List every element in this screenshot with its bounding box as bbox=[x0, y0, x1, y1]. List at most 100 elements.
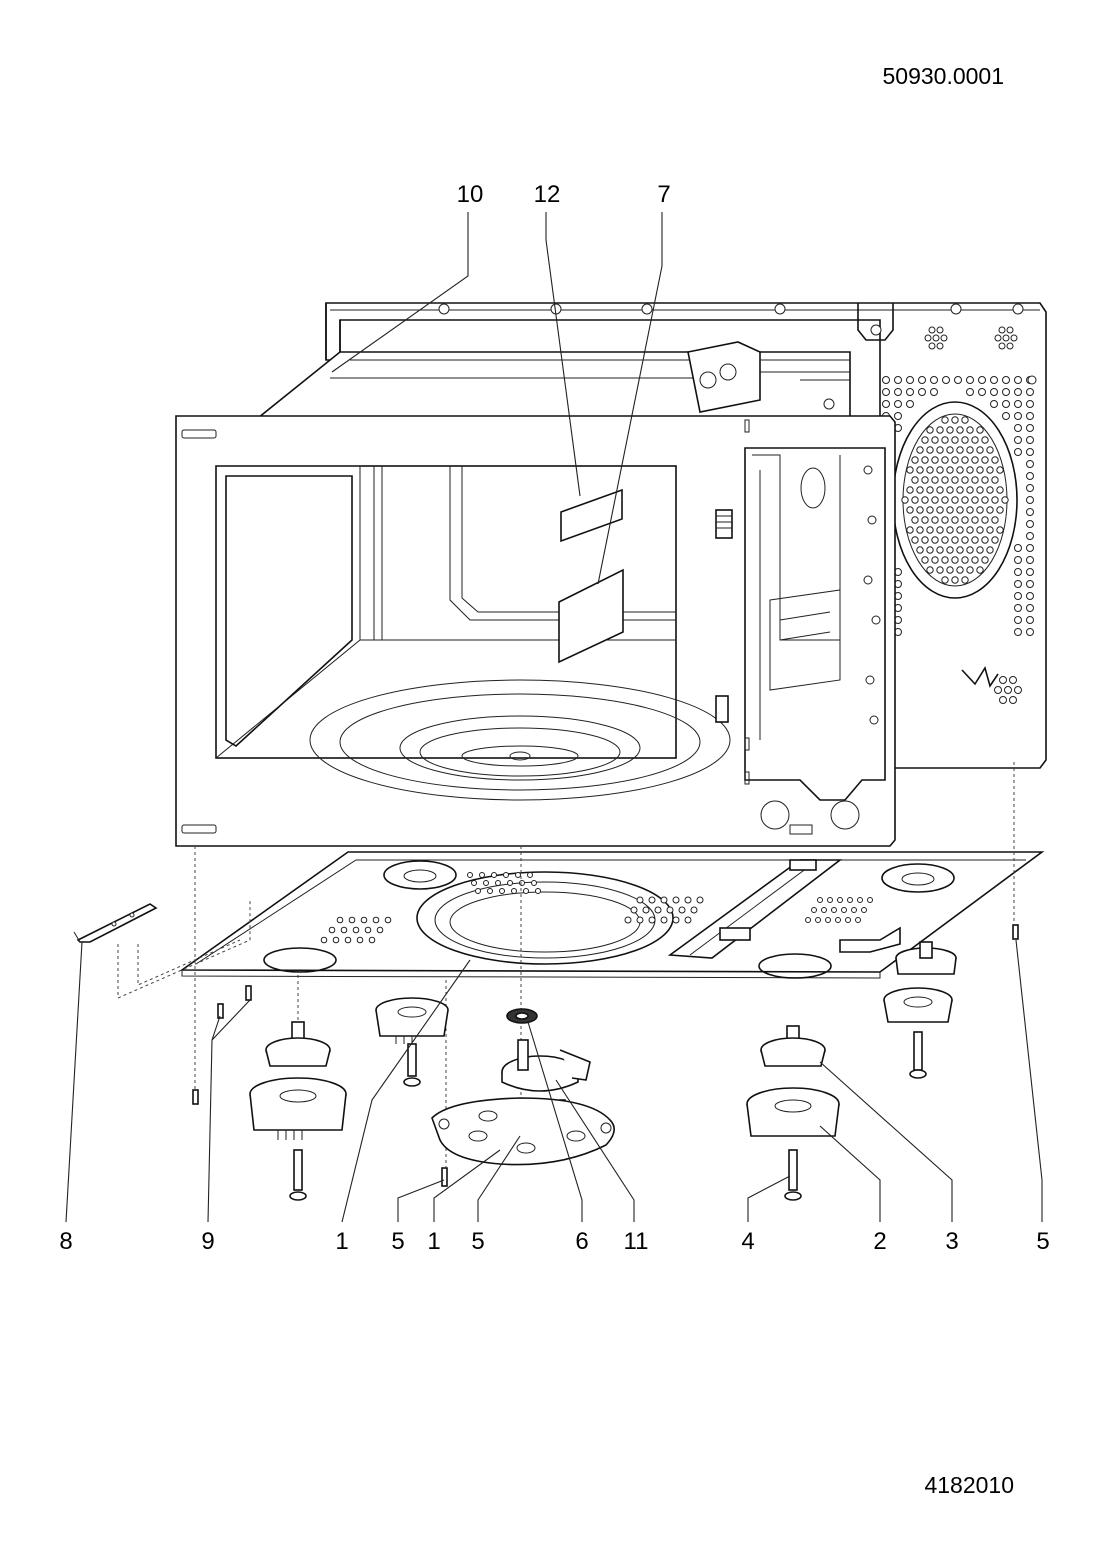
base-hole bbox=[483, 880, 489, 886]
frame-hole bbox=[863, 465, 873, 475]
base-plate bbox=[179, 851, 1045, 979]
base-hole bbox=[636, 916, 644, 924]
grille-hole bbox=[916, 486, 924, 494]
base-hole bbox=[851, 907, 857, 913]
grille-hole bbox=[936, 426, 944, 434]
vent-hole bbox=[1014, 568, 1022, 576]
vent-hole bbox=[978, 388, 986, 396]
grille-hole bbox=[931, 456, 939, 464]
base-hole bbox=[845, 917, 851, 923]
base-hole bbox=[531, 880, 537, 886]
grille-hole bbox=[936, 566, 944, 574]
frame-hole bbox=[865, 675, 875, 685]
grille-hole bbox=[961, 556, 969, 564]
vent-hole bbox=[1014, 592, 1022, 600]
base-hole bbox=[527, 872, 533, 878]
base-hole bbox=[827, 897, 833, 903]
grille-hole bbox=[951, 456, 959, 464]
cavity-label-7 bbox=[558, 568, 624, 664]
vent-hole bbox=[894, 376, 902, 384]
base-hole bbox=[654, 906, 662, 914]
grille-hole bbox=[946, 566, 954, 574]
base-hole bbox=[825, 917, 831, 923]
vent-hole bbox=[1026, 388, 1034, 396]
grille-hole bbox=[936, 546, 944, 554]
callout-1: 1 bbox=[335, 1228, 348, 1255]
vent-hole bbox=[894, 412, 902, 420]
base-hole bbox=[499, 888, 505, 894]
grille-hole bbox=[961, 476, 969, 484]
grille-hole bbox=[941, 476, 949, 484]
base-hole bbox=[666, 906, 674, 914]
callout-2: 2 bbox=[873, 1228, 886, 1255]
base-hole bbox=[336, 916, 344, 924]
base-hole bbox=[684, 896, 692, 904]
vent-hole bbox=[882, 376, 890, 384]
grille-hole bbox=[981, 476, 989, 484]
base-hole bbox=[672, 916, 680, 924]
base-hole bbox=[352, 926, 360, 934]
vent-hole bbox=[1026, 580, 1034, 588]
grille-hole bbox=[916, 446, 924, 454]
grille-hole bbox=[971, 516, 979, 524]
base-hole bbox=[630, 906, 638, 914]
grille-hole bbox=[921, 556, 929, 564]
grille-hole bbox=[921, 436, 929, 444]
grille-hole bbox=[976, 506, 984, 514]
base-hole bbox=[519, 880, 525, 886]
grille-hole bbox=[976, 486, 984, 494]
grille-hole bbox=[946, 526, 954, 534]
grille-hole bbox=[961, 456, 969, 464]
part-1-plate bbox=[431, 1097, 615, 1166]
vent-hole bbox=[990, 376, 998, 384]
grille-hole bbox=[911, 476, 919, 484]
callout-11: 11 bbox=[624, 1228, 649, 1255]
grille-hole bbox=[946, 546, 954, 554]
grille-hole bbox=[911, 516, 919, 524]
base-hole bbox=[471, 880, 477, 886]
base-hole bbox=[857, 897, 863, 903]
grille-hole bbox=[956, 486, 964, 494]
grille-hole bbox=[921, 536, 929, 544]
base-hole bbox=[684, 916, 692, 924]
grille-hole bbox=[936, 506, 944, 514]
vent-hole bbox=[894, 388, 902, 396]
grille-hole bbox=[986, 546, 994, 554]
grille-hole bbox=[986, 506, 994, 514]
cavity-label-12 bbox=[560, 488, 623, 543]
grille-hole bbox=[931, 516, 939, 524]
drawing-code-top: 50930.0001 bbox=[882, 63, 1004, 89]
grille-hole bbox=[961, 576, 969, 584]
base-hole bbox=[376, 926, 384, 934]
base-hole bbox=[332, 936, 340, 944]
grille-hole bbox=[976, 546, 984, 554]
callouts-top: 10 12 7 bbox=[457, 181, 671, 208]
base-hole bbox=[817, 897, 823, 903]
grille-hole bbox=[931, 536, 939, 544]
base-hole bbox=[636, 896, 644, 904]
base-hole bbox=[624, 916, 632, 924]
grille-hole bbox=[951, 476, 959, 484]
grille-hole bbox=[971, 556, 979, 564]
callout-3: 3 bbox=[945, 1228, 958, 1255]
base-hole bbox=[678, 906, 686, 914]
vent-hole bbox=[1026, 556, 1034, 564]
grille-hole bbox=[991, 496, 999, 504]
base-hole bbox=[344, 936, 352, 944]
grille-hole bbox=[981, 516, 989, 524]
vent-hole bbox=[1026, 568, 1034, 576]
grille-hole bbox=[941, 556, 949, 564]
grille-hole bbox=[921, 456, 929, 464]
vent-hole bbox=[978, 376, 986, 384]
vent-hole bbox=[966, 376, 974, 384]
vent-hole bbox=[1014, 604, 1022, 612]
callout-4: 4 bbox=[741, 1228, 754, 1255]
grille-hole bbox=[951, 436, 959, 444]
grille-hole bbox=[966, 426, 974, 434]
frame-hole bbox=[871, 615, 881, 625]
vent-hole bbox=[1014, 424, 1022, 432]
grille-hole bbox=[926, 546, 934, 554]
vent-hole bbox=[1026, 520, 1034, 528]
base-hole bbox=[372, 916, 380, 924]
grille-hole bbox=[976, 466, 984, 474]
